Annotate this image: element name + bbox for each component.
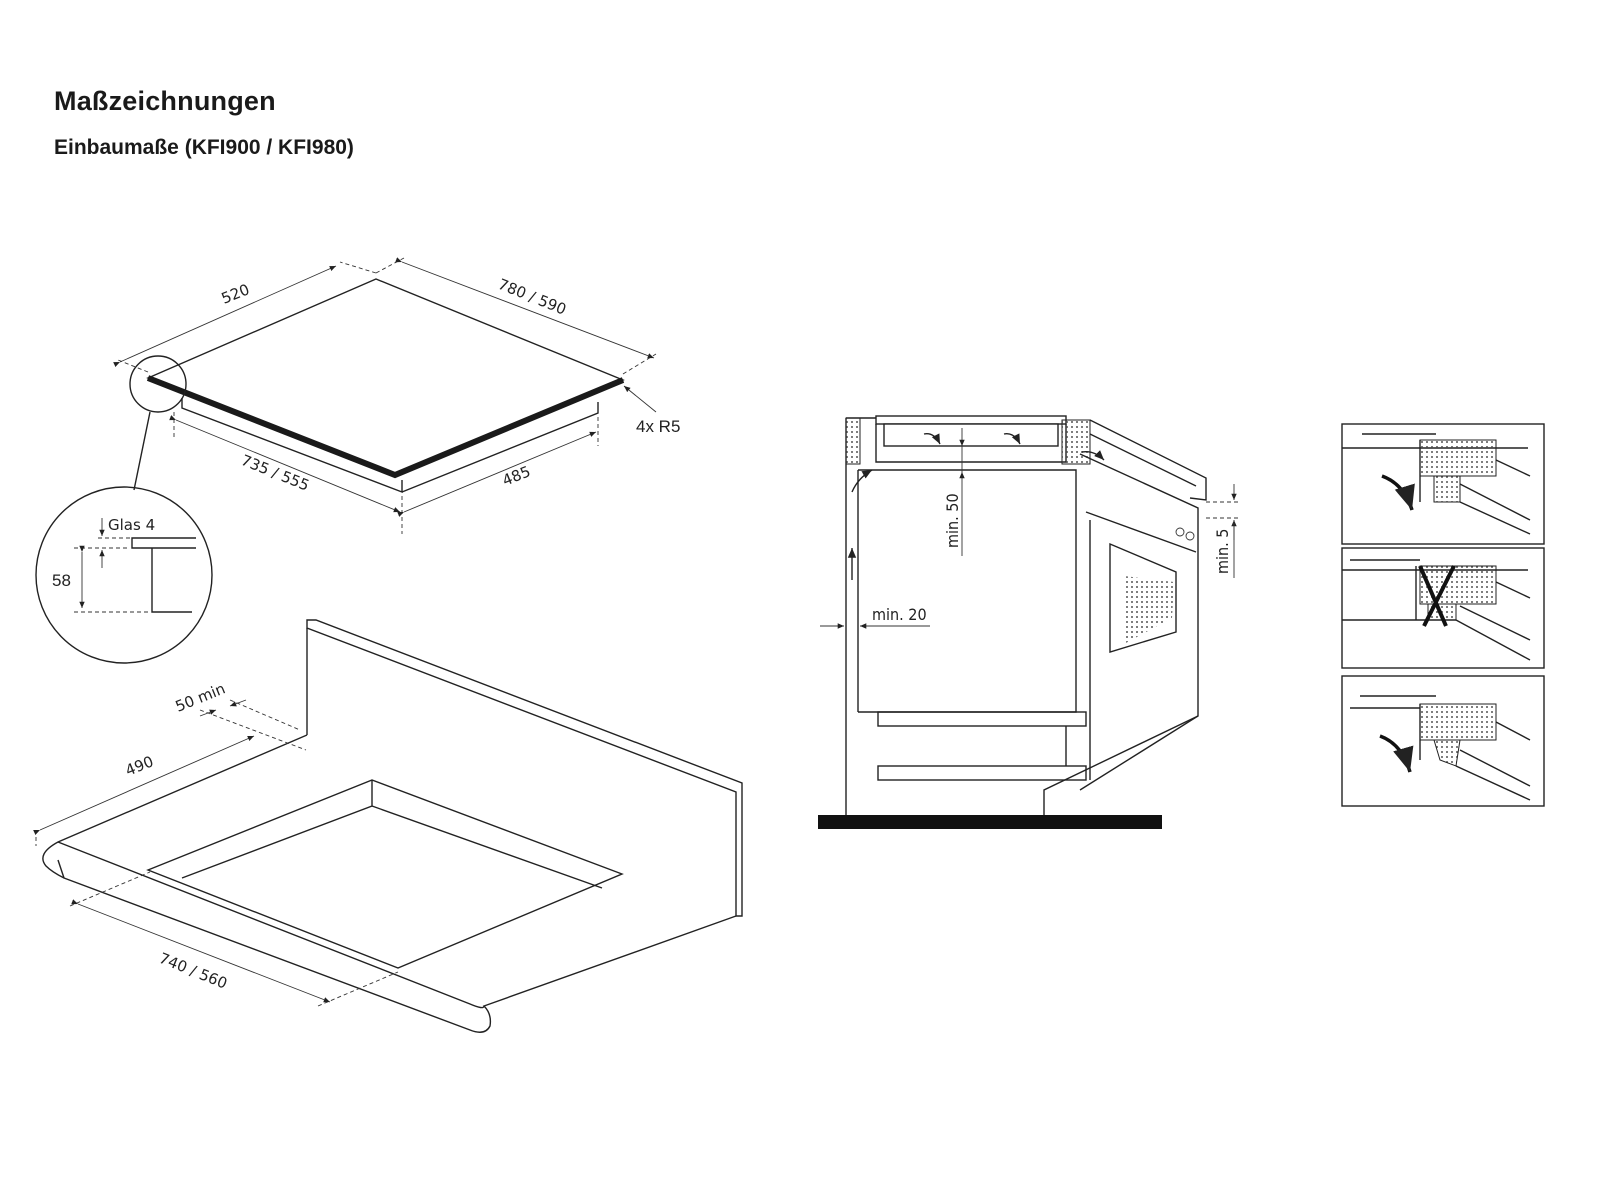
dim-label-width: 780 / 590	[496, 275, 569, 319]
cross-icon	[1418, 565, 1448, 627]
dim-line-cutout-width	[71, 899, 331, 1003]
dim-label-inner-width: 735 / 555	[239, 451, 312, 495]
detail-marker-circle	[129, 355, 187, 413]
floor	[818, 815, 1162, 829]
gap-front-label: min. 5	[1213, 529, 1232, 574]
ventilation-drawing: min. 50 min. 20 min. 5	[818, 415, 1240, 829]
edge-detail: Glas 4 58	[35, 486, 213, 664]
dim-line-inner-width	[169, 415, 401, 513]
backsplash	[306, 619, 743, 917]
oven-window	[1109, 542, 1177, 653]
page-title: Maßzeichnungen	[54, 86, 276, 116]
install-panels	[1341, 423, 1545, 807]
dim-line-width	[395, 257, 655, 359]
countertop-drawing: 50 min 490 740 / 560	[33, 619, 743, 1033]
corner-radius-label: 4x R5	[636, 417, 680, 436]
install-panel-correct-1	[1341, 423, 1545, 545]
dim-line-inner-depth	[397, 431, 597, 517]
hob-drawing: 520 780 / 590 4x R5 735 / 555 485	[113, 257, 680, 534]
dim-label-depth: 520	[219, 280, 252, 307]
page-subtitle: Einbaumaße (KFI900 / KFI980)	[54, 136, 354, 159]
dim-label-cutout-width: 740 / 560	[157, 949, 230, 993]
dim-label-inner-depth: 485	[500, 462, 533, 489]
arrow-icon	[1381, 474, 1415, 511]
detail-circle	[35, 486, 213, 664]
gap-top-label: min. 50	[943, 493, 962, 548]
arrow-icon	[1379, 734, 1414, 773]
countertop-outline	[42, 734, 737, 1033]
dim-label-cutout-depth: 490	[123, 752, 156, 779]
dim-line-depth	[113, 265, 337, 368]
detail-height-label: 58	[52, 571, 71, 590]
install-panel-correct-2	[1341, 675, 1545, 807]
cutout-opening	[146, 779, 624, 969]
gap-side-label: min. 20	[872, 605, 927, 624]
glass-thickness-label: Glas 4	[108, 516, 155, 534]
install-panel-incorrect	[1341, 547, 1545, 669]
hob-glass-section	[875, 415, 1067, 425]
dim-line-cutout-depth	[33, 735, 255, 836]
